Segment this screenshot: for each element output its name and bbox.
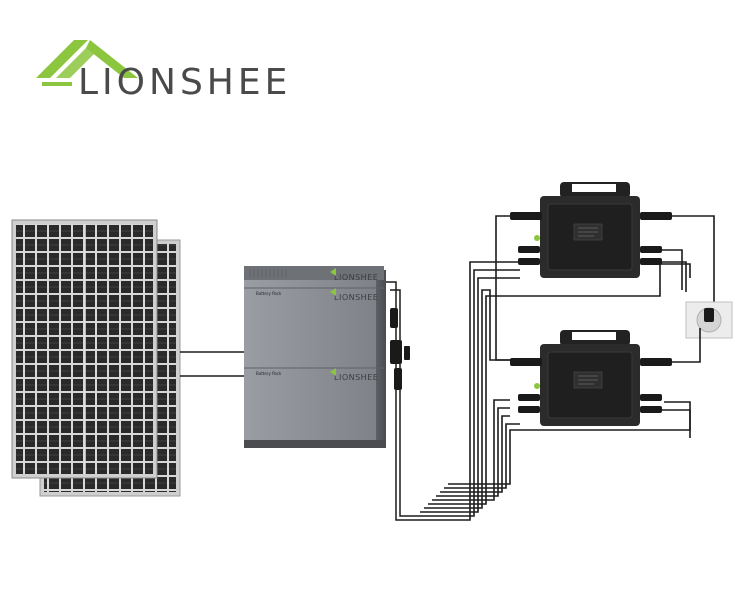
microinverter-upper [510, 182, 672, 278]
panel-cables [180, 351, 244, 377]
battery-logo-2: LIONSHEE [334, 293, 378, 302]
wall-socket [685, 301, 733, 339]
trunk-cables [412, 261, 691, 521]
battery-tag-2: Battery Pack [256, 371, 282, 376]
battery-stack: LIONSHEE LIONSHEE LIONSHEE Battery Pack … [244, 266, 386, 448]
y-branch-connectors [390, 308, 410, 390]
inverter-cables-upper [495, 215, 715, 361]
battery-logo-1: LIONSHEE [334, 273, 378, 282]
solar-panel-front [11, 219, 158, 479]
microinverter-lower [510, 330, 672, 426]
brand-text: LIONSHEE [78, 62, 292, 103]
lionshee-logo: LIONSHEE [30, 30, 340, 103]
battery-tag-1: Battery Pack [256, 291, 282, 296]
roof-icon [36, 40, 138, 86]
battery-output-cables [386, 281, 416, 521]
battery-logo-3: LIONSHEE [334, 373, 378, 382]
inverter-cables-lower [662, 328, 701, 438]
